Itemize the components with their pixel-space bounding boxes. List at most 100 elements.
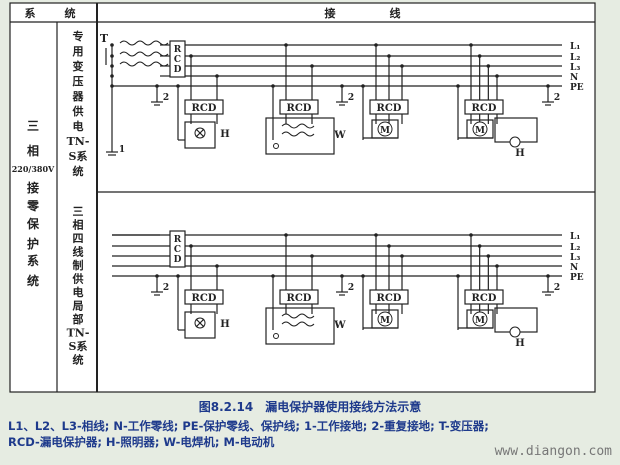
bottom-system-text: S系 bbox=[69, 339, 88, 353]
ground-label-2: 2 bbox=[554, 93, 560, 103]
line-label-4: PE bbox=[570, 83, 584, 93]
top-system-text: S系 bbox=[69, 149, 88, 163]
junction-dot bbox=[110, 43, 114, 47]
left-column-text: 统 bbox=[27, 273, 39, 288]
line-label-1: L₂ bbox=[570, 53, 580, 63]
junction-dot bbox=[215, 264, 219, 268]
main-rcd-label: D bbox=[174, 65, 182, 75]
junction-dot bbox=[456, 84, 460, 88]
lamp-box bbox=[184, 121, 216, 149]
line-label-2: L₃ bbox=[570, 63, 580, 73]
top-system-text: 变 bbox=[73, 59, 84, 73]
junction-dot bbox=[374, 233, 378, 237]
ground-label-2: 2 bbox=[348, 283, 354, 293]
junction-dot bbox=[176, 274, 180, 278]
junction-dot bbox=[374, 43, 378, 47]
lamp-icon bbox=[195, 318, 205, 328]
junction-dot bbox=[495, 264, 499, 268]
bottom-system-text: 三 bbox=[73, 205, 84, 218]
line-label-4: PE bbox=[570, 273, 584, 283]
motor-icon bbox=[472, 121, 488, 137]
legend-line-2: RCD-漏电保护器; H-照明器; W-电焊机; M-电动机 bbox=[8, 435, 275, 449]
lamp-icon bbox=[509, 326, 521, 338]
welder-transformer bbox=[281, 123, 315, 137]
top-system-text: 专 bbox=[73, 29, 84, 43]
motor-icon bbox=[377, 311, 393, 327]
ground-label-1: 1 bbox=[119, 145, 125, 155]
left-column-text: 保 bbox=[26, 216, 40, 231]
junction-dot bbox=[110, 74, 114, 78]
lamp-icon bbox=[194, 317, 206, 329]
line-label-0: L₁ bbox=[570, 42, 580, 52]
left-column-text: 220/380V bbox=[12, 164, 55, 174]
welder-box bbox=[265, 117, 335, 155]
junction-dot bbox=[340, 274, 344, 278]
header-text: 线 bbox=[390, 6, 401, 20]
junction-dot bbox=[469, 233, 473, 237]
lamp-label: H bbox=[515, 148, 524, 159]
unit-rcd-label: RCD bbox=[472, 293, 497, 304]
junction-dot bbox=[155, 274, 159, 278]
bottom-system-text: 四 bbox=[73, 232, 84, 245]
main-rcd-label: C bbox=[174, 55, 181, 65]
bottom-system-text: 部 bbox=[73, 312, 84, 326]
lamp-label: H bbox=[515, 338, 524, 349]
unit-rcd-label: RCD bbox=[377, 103, 402, 114]
junction-dot bbox=[477, 244, 482, 248]
ground-label-2: 2 bbox=[163, 93, 169, 103]
junction-dot bbox=[456, 274, 460, 278]
motor-label: M bbox=[380, 126, 390, 136]
junction-dot bbox=[486, 254, 491, 258]
line-label-3: N bbox=[570, 73, 578, 83]
junction-dot bbox=[495, 74, 499, 78]
wiring-diagram: 系统接线三相220/380V接零保护系统专用变压器供电TN-S系统三相四线制供电… bbox=[9, 2, 596, 393]
welder-transformer bbox=[281, 313, 315, 327]
junction-dot bbox=[361, 84, 365, 88]
junction-dot bbox=[340, 84, 344, 88]
motor-icon bbox=[377, 121, 393, 137]
header-text: 系 bbox=[25, 6, 36, 20]
lamp-icon bbox=[194, 127, 206, 139]
unit-rcd-label: RCD bbox=[287, 293, 312, 304]
ground-label-2: 2 bbox=[163, 283, 169, 293]
ground-label-2: 2 bbox=[348, 93, 354, 103]
junction-dot bbox=[400, 64, 404, 68]
main-rcd-label: D bbox=[174, 255, 182, 265]
unit-rcd bbox=[279, 99, 319, 115]
junction-dot bbox=[284, 233, 288, 237]
motor-label: M bbox=[475, 316, 485, 326]
legend-line-1: L1、L2、L3-相线; N-工作零线; PE-保护零线、保护线; 1-工作接地… bbox=[8, 419, 489, 433]
junction-dot bbox=[400, 254, 404, 258]
junction-dot bbox=[284, 43, 288, 47]
top-system-text: 统 bbox=[73, 164, 84, 178]
lamp-icon bbox=[509, 136, 521, 148]
bottom-system-text: 统 bbox=[73, 353, 84, 367]
junction-dot bbox=[477, 54, 482, 58]
main-rcd bbox=[169, 40, 186, 78]
bottom-system-text: TN- bbox=[67, 327, 90, 340]
bottom-system-text: 局 bbox=[72, 300, 84, 313]
bottom-system-text: 电 bbox=[73, 285, 84, 299]
junction-dot bbox=[546, 274, 550, 278]
transformer-winding bbox=[119, 40, 169, 46]
unit-rcd-label: RCD bbox=[472, 103, 497, 114]
main-rcd-label: R bbox=[174, 235, 182, 245]
welder-box bbox=[265, 307, 335, 345]
junction-dot bbox=[271, 84, 275, 88]
junction-dot bbox=[110, 54, 114, 58]
transformer-label: T bbox=[100, 32, 109, 45]
unit-rcd bbox=[464, 289, 504, 305]
main-rcd-label: C bbox=[174, 245, 181, 255]
unit-rcd bbox=[184, 99, 224, 115]
junction-dot bbox=[176, 84, 180, 88]
top-system-text: 电 bbox=[73, 119, 84, 133]
junction-dot bbox=[387, 54, 391, 58]
unit-rcd bbox=[184, 289, 224, 305]
motor-icon bbox=[472, 311, 488, 327]
left-column-text: 接 bbox=[27, 180, 39, 195]
junction-dot bbox=[155, 84, 159, 88]
junction-dot bbox=[546, 84, 550, 88]
junction-dot bbox=[110, 64, 114, 68]
left-column-text: 相 bbox=[27, 143, 39, 158]
junction-dot bbox=[486, 64, 491, 68]
